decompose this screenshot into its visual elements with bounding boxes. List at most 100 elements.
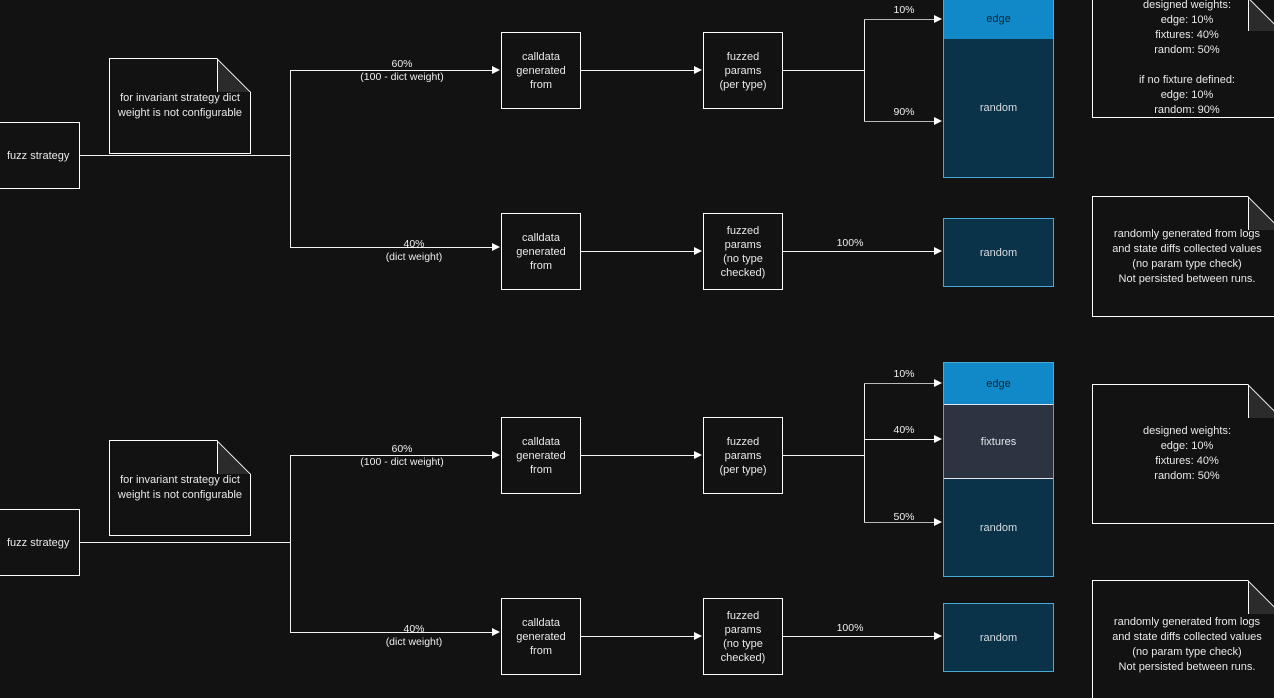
connector-calldata-fuzzed-top-60 <box>581 70 694 71</box>
label-branch60-bottom: 60%(100 - dict weight) <box>360 443 444 468</box>
connector-calldata-fuzzed-bottom-40 <box>581 636 694 637</box>
calldata-box-bottom-60[interactable]: calldata generated from <box>501 417 581 494</box>
arrow-outcome-random-top <box>934 117 942 125</box>
arrow-outcome-random-bottom <box>934 518 942 526</box>
outcome-box-bottom-random[interactable]: random <box>943 603 1054 672</box>
source-box-top[interactable]: fuzz strategy <box>0 122 80 189</box>
connector-outcome-fixtures-bottom <box>864 439 934 440</box>
connector-branch40-top <box>290 247 492 248</box>
note-weights-bottom: designed weights: edge: 10% fixtures: 40… <box>1092 384 1274 524</box>
arrow-100pct-bottom <box>934 632 942 640</box>
fuzzed-params-box-top-60[interactable]: fuzzed params (per type) <box>703 32 783 109</box>
label-outcome-random-bottom: 50% <box>893 511 915 523</box>
arrow-branch60-top <box>492 66 500 74</box>
label-branch40-bottom: 40%(dict weight) <box>385 623 443 648</box>
arrow-outcome-edge-bottom <box>934 379 942 387</box>
connector-outcome-random-top <box>864 121 934 122</box>
label-100pct-top: 100% <box>836 237 864 249</box>
connector-source-fork-bottom <box>80 542 291 543</box>
connector-outcome-edge-top <box>864 19 934 20</box>
fuzzed-params-label: fuzzed params (no type checked) <box>720 224 766 279</box>
arrow-branch60-bottom <box>492 451 500 459</box>
outcome-label: edge <box>986 12 1011 25</box>
label-outcome-random-top: 90% <box>893 106 915 118</box>
note-fold-corner <box>217 440 251 474</box>
outcome-segment-edge[interactable]: edge <box>944 0 1053 39</box>
connector-100pct-top <box>783 251 934 252</box>
connector-100pct-bottom <box>783 636 934 637</box>
note-dict-bottom: for invariant strategy dict weight is no… <box>109 440 251 536</box>
note-fold-corner <box>1248 580 1274 614</box>
note-outline <box>1092 580 1274 698</box>
source-label: fuzz strategy <box>7 536 70 549</box>
connector-fuzzed-fork-top <box>783 70 865 71</box>
note-fold-corner <box>217 58 251 92</box>
fuzzed-params-box-bottom-60[interactable]: fuzzed params (per type) <box>703 417 783 494</box>
outcome-box-top-random[interactable]: random <box>943 218 1054 287</box>
fuzzed-params-box-bottom-40[interactable]: fuzzed params (no type checked) <box>703 598 783 675</box>
fuzzed-params-label: fuzzed params (no type checked) <box>720 609 766 664</box>
outcome-segment-fixtures[interactable]: fixtures <box>944 404 1053 479</box>
label-outcome-fixtures-bottom: 40% <box>893 424 915 436</box>
arrow-calldata-fuzzed-bottom-60 <box>694 451 702 459</box>
arrow-outcome-fixtures-bottom <box>934 435 942 443</box>
outcome-segment-random[interactable]: random <box>944 479 1053 576</box>
label-outcome-edge-bottom: 10% <box>893 368 915 380</box>
outcome-label: random <box>979 102 1018 114</box>
outcome-segment-random[interactable]: random <box>944 39 1053 177</box>
fuzzed-params-label: fuzzed params (per type) <box>719 435 767 476</box>
split-fork-vertical-bottom <box>864 383 865 522</box>
split-fork-vertical-top <box>864 19 865 121</box>
note-fold-corner <box>1248 0 1274 31</box>
source-box-bottom[interactable]: fuzz strategy <box>0 509 80 576</box>
note-fold-corner <box>1248 384 1274 418</box>
arrow-calldata-fuzzed-top-40 <box>694 247 702 255</box>
note-weights-top: designed weights: edge: 10% fixtures: 40… <box>1092 0 1274 118</box>
note-dict-text: for invariant strategy dict weight is no… <box>117 92 243 119</box>
arrow-calldata-fuzzed-top-60 <box>694 66 702 74</box>
connector-outcome-random-bottom <box>864 522 934 523</box>
calldata-label: calldata generated from <box>516 616 566 657</box>
arrow-100pct-top <box>934 247 942 255</box>
fuzzed-params-label: fuzzed params (per type) <box>719 50 767 91</box>
connector-source-fork-top <box>80 155 291 156</box>
note-outline <box>109 440 251 536</box>
connector-fuzzed-fork-bottom <box>783 455 865 456</box>
note-dict-text: for invariant strategy dict weight is no… <box>117 474 243 501</box>
calldata-label: calldata generated from <box>516 50 566 91</box>
calldata-box-top-40[interactable]: calldata generated from <box>501 213 581 290</box>
outcome-label: random <box>979 521 1018 534</box>
fork-vertical-top <box>290 70 291 247</box>
outcome-stack-bottom: edge fixtures random <box>943 362 1054 577</box>
note-weights-text: designed weights: edge: 10% fixtures: 40… <box>1138 0 1235 116</box>
outcome-segment-edge[interactable]: edge <box>944 363 1053 404</box>
outcome-label: random <box>979 246 1018 259</box>
arrow-branch40-bottom <box>492 628 500 636</box>
calldata-box-bottom-40[interactable]: calldata generated from <box>501 598 581 675</box>
arrow-branch40-top <box>492 243 500 251</box>
note-random-text: randomly generated from logs and state d… <box>1112 227 1262 285</box>
calldata-label: calldata generated from <box>516 435 566 476</box>
label-100pct-bottom: 100% <box>836 622 864 634</box>
fuzzed-params-box-top-40[interactable]: fuzzed params (no type checked) <box>703 213 783 290</box>
outcome-label: random <box>979 631 1018 644</box>
note-random-top: randomly generated from logs and state d… <box>1092 196 1274 317</box>
note-weights-text: designed weights: edge: 10% fixtures: 40… <box>1142 425 1232 482</box>
connector-branch60-top <box>290 70 492 71</box>
arrow-outcome-edge-top <box>934 15 942 23</box>
outcome-stack-top: edge random <box>943 0 1054 178</box>
note-outline <box>109 58 251 154</box>
connector-calldata-fuzzed-bottom-60 <box>581 455 694 456</box>
connector-branch60-bottom <box>290 455 492 456</box>
note-random-bottom: randomly generated from logs and state d… <box>1092 580 1274 698</box>
outcome-label: edge <box>986 377 1011 390</box>
note-outline <box>1092 196 1274 317</box>
note-outline <box>1092 0 1274 118</box>
note-fold-corner <box>1248 196 1274 230</box>
note-outline <box>1092 384 1274 524</box>
label-outcome-edge-top: 10% <box>893 4 915 16</box>
connector-outcome-edge-bottom <box>864 383 934 384</box>
note-random-text: randomly generated from logs and state d… <box>1112 616 1262 673</box>
calldata-box-top-60[interactable]: calldata generated from <box>501 32 581 109</box>
